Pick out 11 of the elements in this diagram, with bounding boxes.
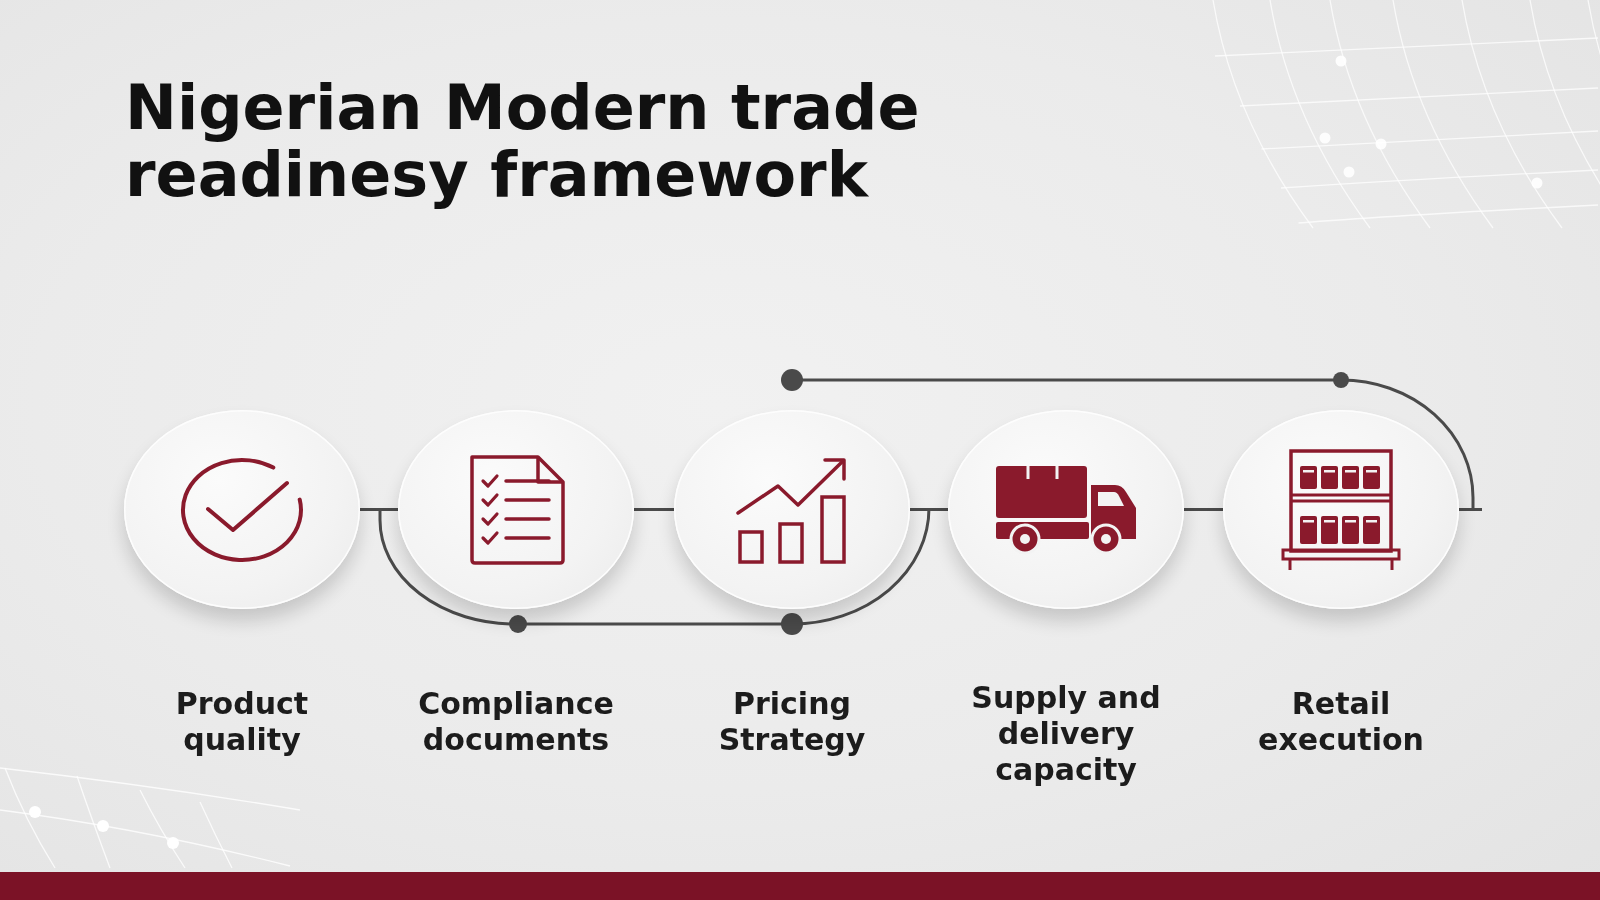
connector-line	[910, 508, 948, 511]
connector-line	[360, 508, 398, 511]
title: Nigerian Modern trade readinesy framework	[125, 74, 921, 208]
connector-line	[781, 369, 1484, 511]
connector-line	[634, 508, 674, 511]
node-label: Supply and delivery capacity	[970, 680, 1162, 788]
node-label: Compliance documents	[417, 686, 615, 758]
node-label: Retail execution	[1257, 686, 1425, 758]
connector-line	[1184, 508, 1223, 511]
node-label: Pricing Strategy	[717, 686, 867, 758]
node-label: Product quality	[174, 686, 310, 758]
